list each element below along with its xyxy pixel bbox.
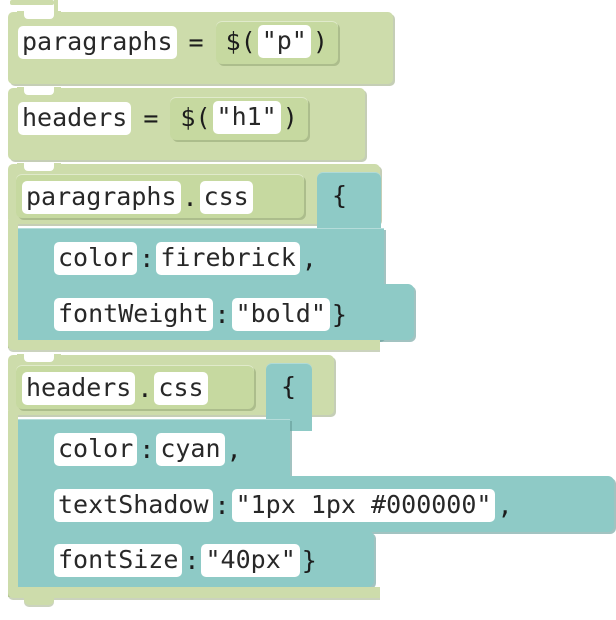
property-trailing: } <box>331 299 347 329</box>
property-trailing: , <box>497 490 513 520</box>
css-block-bottom-strip-paragraphs <box>8 340 380 350</box>
selector-prefix: $( <box>180 102 211 132</box>
assign-paragraphs-row: paragraphs = $( "p" ) <box>18 21 338 64</box>
block-assign-headers[interactable]: headers = $( "h1" ) <box>8 87 365 160</box>
selector-suffix: ) <box>282 102 298 132</box>
block-assign-paragraphs[interactable]: paragraphs = $( "p" ) <box>8 11 393 84</box>
block-bottom-plug <box>24 597 54 605</box>
property-colon: : <box>139 434 155 464</box>
property-key-field[interactable]: color <box>54 242 138 275</box>
property-value-field[interactable]: "bold" <box>231 298 330 331</box>
selector-suffix: ) <box>312 26 328 56</box>
block-top-notch <box>17 163 61 171</box>
object-property-row: textShadow : "1px 1px #000000" , <box>54 489 515 522</box>
property-value-field[interactable]: cyan <box>156 433 225 466</box>
block-top-notch <box>17 354 61 362</box>
block-top-notch <box>17 11 61 19</box>
css-target-field[interactable]: paragraphs <box>22 181 181 214</box>
object-open-brace: { <box>332 181 348 210</box>
property-key-field[interactable]: fontSize <box>54 544 183 577</box>
variable-name-field[interactable]: headers <box>18 102 132 135</box>
selector-text-field[interactable]: "p" <box>257 25 311 58</box>
css-call-row-paragraphs: paragraphs . css <box>22 181 253 214</box>
object-open-brace: { <box>281 372 297 401</box>
property-key-field[interactable]: textShadow <box>54 489 213 522</box>
css-target-field[interactable]: headers <box>22 372 136 405</box>
css-call-row-headers: headers . css <box>22 372 208 405</box>
property-trailing: , <box>226 434 242 464</box>
css-block-left-spine-paragraphs <box>8 220 18 348</box>
property-key-field[interactable]: fontWeight <box>54 298 213 331</box>
previous-block-stub <box>10 0 54 5</box>
property-value-field[interactable]: firebrick <box>156 242 300 275</box>
property-colon: : <box>214 490 230 520</box>
property-trailing: , <box>301 243 317 273</box>
member-dot: . <box>182 182 198 212</box>
block-top-notch <box>17 87 61 95</box>
object-property-row: fontWeight : "bold" } <box>54 298 349 331</box>
property-key-field[interactable]: color <box>54 433 138 466</box>
object-property-row: fontSize : "40px" } <box>54 544 319 577</box>
property-value-field[interactable]: "40px" <box>201 544 300 577</box>
assign-headers-row: headers = $( "h1" ) <box>18 97 308 140</box>
jquery-selector-block-p[interactable]: $( "p" ) <box>215 21 338 64</box>
jquery-selector-block-h1[interactable]: $( "h1" ) <box>170 97 308 140</box>
css-method-field[interactable]: css <box>199 181 253 214</box>
assignment-operator: = <box>143 103 159 133</box>
property-value-field[interactable]: "1px 1px #000000" <box>231 489 496 522</box>
variable-name-field[interactable]: paragraphs <box>18 26 177 59</box>
css-block-bottom-strip-headers <box>8 587 380 598</box>
previous-block-stub-right <box>54 0 58 14</box>
css-method-field[interactable]: css <box>154 372 208 405</box>
property-colon: : <box>214 299 230 329</box>
selector-text-field[interactable]: "h1" <box>212 101 281 134</box>
object-property-row: color : cyan , <box>54 433 244 466</box>
property-colon: : <box>184 545 200 575</box>
member-dot: . <box>137 373 153 403</box>
assignment-operator: = <box>188 27 204 57</box>
property-colon: : <box>139 243 155 273</box>
selector-prefix: $( <box>225 26 256 56</box>
object-property-row: color : firebrick , <box>54 242 319 275</box>
property-trailing: } <box>301 545 317 575</box>
css-block-left-spine-headers <box>8 411 18 597</box>
